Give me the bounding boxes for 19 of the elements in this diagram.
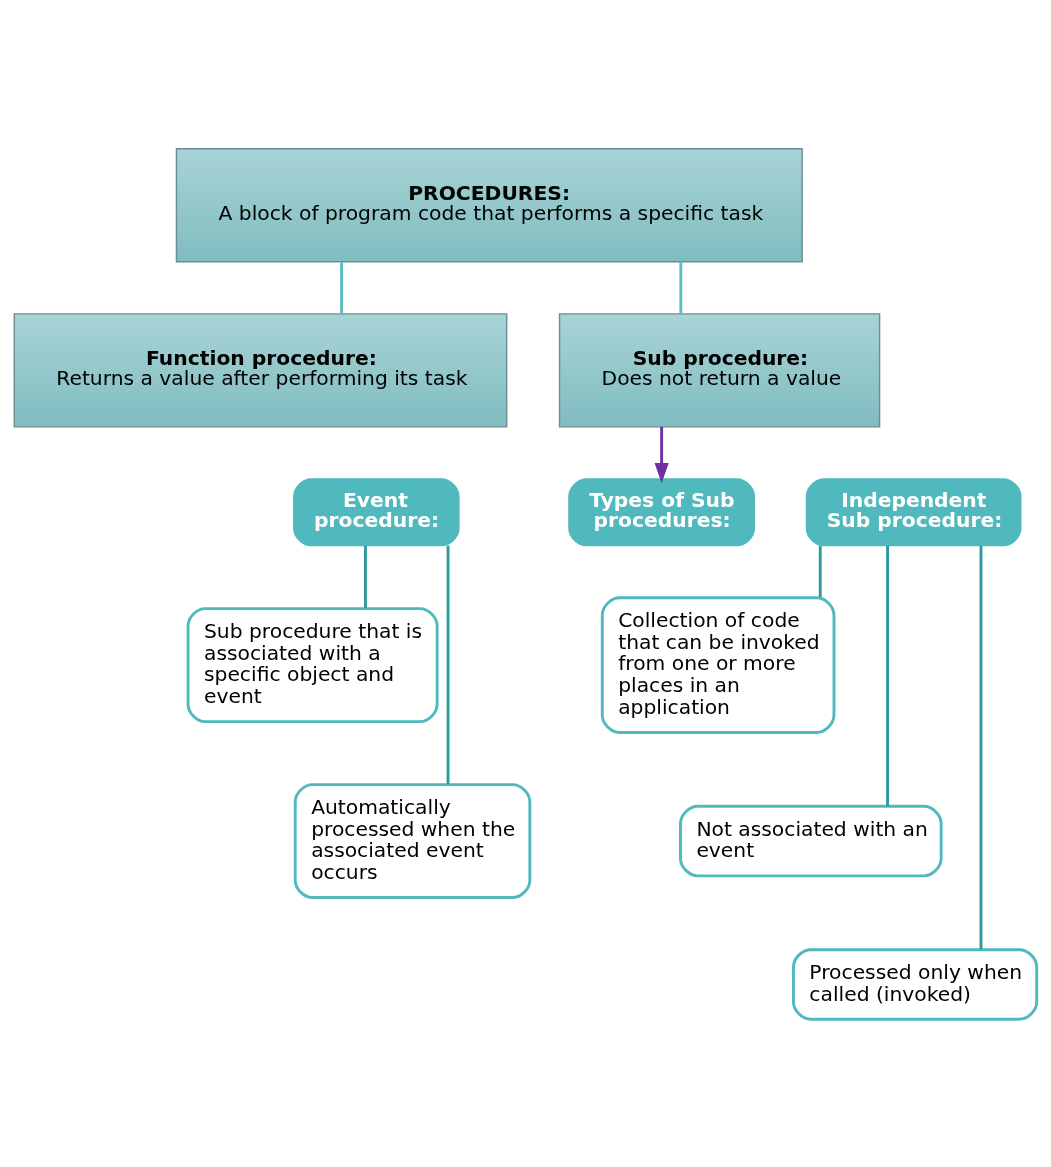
node-box: Function procedure: Returns a value after performing its task bbox=[13, 312, 508, 428]
node-box: Independent Sub procedure: bbox=[805, 477, 1022, 546]
connector bbox=[364, 545, 367, 608]
connector bbox=[679, 261, 683, 313]
node-box: Types of Sub procedures: bbox=[568, 477, 756, 546]
connector bbox=[979, 545, 983, 949]
arrow bbox=[654, 426, 669, 483]
connector bbox=[886, 545, 890, 806]
node-box: PROCEDURES: A block of program code that performs a specific task bbox=[175, 147, 803, 262]
node-box: Sub procedure: Does not return a value bbox=[558, 312, 881, 428]
connector bbox=[818, 545, 822, 597]
node-box: Processed only when called (invoked) bbox=[791, 947, 1039, 1021]
node-box: Sub procedure that is associated with a specific object and event bbox=[186, 606, 439, 723]
connector bbox=[446, 545, 450, 784]
node-box: Collection of code that can be invoked from one or more places in an application bbox=[600, 595, 836, 734]
node-box: Event procedure: bbox=[293, 477, 460, 546]
connector bbox=[340, 261, 343, 313]
node-box: Automatically processed when the associated event occurs bbox=[293, 782, 532, 899]
node-box: Not associated with an event bbox=[679, 804, 943, 877]
